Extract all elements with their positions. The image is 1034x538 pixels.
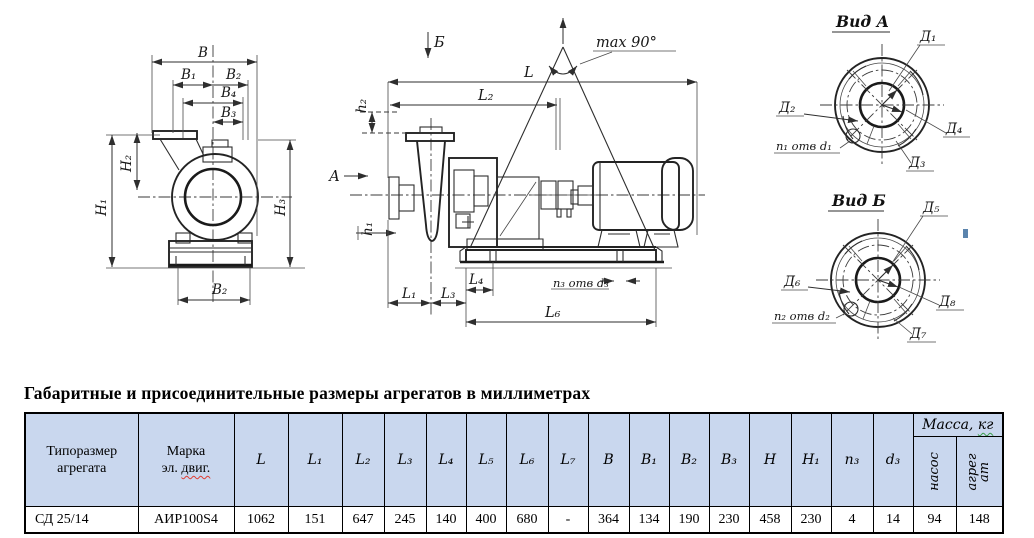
cell-d3: 14 xyxy=(872,506,914,534)
header-mass-unit: агрегат xyxy=(955,436,1004,507)
cell-B1: 134 xyxy=(628,506,670,534)
cell-H1: 230 xyxy=(790,506,832,534)
view-a-title: Вид А xyxy=(835,12,889,31)
header-L3: L₃ xyxy=(383,412,427,507)
flange-view-a: Вид А Д₁ Д₂ Д₄ Д₃ n₁ отв d₁ xyxy=(774,12,970,172)
dim-label-h1: h₁ xyxy=(360,222,376,236)
cell-H: 458 xyxy=(748,506,792,534)
front-view-dimensions: В В₁ В₂ В₄ В₃ Н₂ Н₁ Н₃ В₂ xyxy=(94,45,296,305)
dim-label-L: L xyxy=(523,65,534,81)
pump-side-view: max 90° Б А xyxy=(328,18,705,327)
dim-label-L6: L₆ xyxy=(544,305,561,321)
dim-label-D4: Д₄ xyxy=(945,121,962,137)
header-n3: n₃ xyxy=(830,412,874,507)
sling-annotation: max 90° xyxy=(469,18,676,251)
dim-label-L1: L₁ xyxy=(401,286,416,302)
holes-label-n2: n₂ отв d₂ xyxy=(774,309,830,323)
cell-L3: 245 xyxy=(383,506,427,534)
holes-label-n1: n₁ отв d₁ xyxy=(776,139,832,153)
grammar-word: кг xyxy=(977,417,994,433)
pump-front-view: В В₁ В₂ В₄ В₃ Н₂ Н₁ Н₃ В₂ xyxy=(94,45,305,305)
flange-view-b: Вид Б Д₅ Д₆ Д₈ Д₇ n₂ отв d₂ xyxy=(772,191,968,343)
technical-drawing: В В₁ В₂ В₄ В₃ Н₂ Н₁ Н₃ В₂ max 90° Б А xyxy=(94,12,970,343)
header-mass: Масса, кг xyxy=(912,412,1004,437)
holes-label-n3: n₃ отв d₃ xyxy=(553,276,609,290)
cell-typo-size: СД 25/14 xyxy=(24,506,139,534)
dim-label-D8: Д₈ xyxy=(938,294,956,310)
view-a-labels: Д₁ Д₂ Д₄ Д₃ n₁ отв d₁ xyxy=(774,29,970,172)
cell-L: 1062 xyxy=(233,506,289,534)
cell-mass-pump: 94 xyxy=(912,506,957,534)
header-L5: L₅ xyxy=(465,412,507,507)
dim-label-L4: L₄ xyxy=(468,272,483,288)
side-view-centerlines xyxy=(350,118,705,315)
cell-L1: 151 xyxy=(287,506,343,534)
dim-label-D6: Д₆ xyxy=(783,274,801,290)
dim-label-B2: В₂ xyxy=(225,67,241,83)
dim-label-h2: h₂ xyxy=(354,99,370,113)
section-title: Габаритные и присоединительные размеры а… xyxy=(24,383,591,403)
header-L1: L₁ xyxy=(287,412,343,507)
view-a-marker: А xyxy=(328,169,340,185)
cell-B3: 230 xyxy=(708,506,750,534)
misspelled-word: двиг. xyxy=(181,461,211,476)
dim-label-D7: Д₇ xyxy=(909,326,927,342)
side-view-outline xyxy=(388,126,694,269)
header-d3: d₃ xyxy=(872,412,914,507)
cell-n3: 4 xyxy=(830,506,874,534)
dim-label-D1: Д₁ xyxy=(919,29,936,45)
front-view-centerlines xyxy=(138,45,292,302)
cell-B: 364 xyxy=(587,506,630,534)
view-b-circles xyxy=(816,219,940,341)
cell-L4: 140 xyxy=(425,506,467,534)
header-B2: В₂ xyxy=(668,412,710,507)
front-view-outline xyxy=(106,130,305,269)
dim-label-H2: Н₂ xyxy=(119,155,135,173)
dim-label-H3: Н₃ xyxy=(273,199,289,217)
motor-brand-line2: эл. двиг. xyxy=(161,461,211,476)
header-H: Н xyxy=(748,412,792,507)
dim-label-L2: L₂ xyxy=(477,88,494,104)
cell-L5: 400 xyxy=(465,506,507,534)
header-L: L xyxy=(233,412,289,507)
max-angle-label: max 90° xyxy=(596,35,657,51)
cell-L2: 647 xyxy=(341,506,385,534)
view-b-title: Вид Б xyxy=(831,191,886,210)
cell-B2: 190 xyxy=(668,506,710,534)
cell-L6: 680 xyxy=(505,506,549,534)
header-B1: В₁ xyxy=(628,412,670,507)
dim-label-B4: В₄ xyxy=(220,85,236,101)
header-B: В xyxy=(587,412,630,507)
dim-label-H1: Н₁ xyxy=(94,199,110,217)
cell-L7: - xyxy=(547,506,589,534)
motor-brand-line1: Марка xyxy=(166,443,206,459)
header-B3: В₃ xyxy=(708,412,750,507)
cell-motor-brand: АИР100S4 xyxy=(137,506,235,534)
view-a-circles xyxy=(820,44,944,166)
view-direction-markers: Б А xyxy=(328,32,445,185)
header-L2: L₂ xyxy=(341,412,385,507)
dim-label-B1: В₁ xyxy=(180,67,196,83)
view-b-marker: Б xyxy=(433,35,445,51)
dim-label-D5: Д₅ xyxy=(922,200,940,216)
table-row: СД 25/14 АИР100S4 1062 151 647 245 140 4… xyxy=(24,506,1004,534)
side-view-dimensions: L L₂ h₂ h₁ L₁ L₃ L₄ n₃ отв d₃ L₆ xyxy=(354,65,698,327)
dim-label-B2-base: В₂ xyxy=(211,282,227,298)
dim-label-B: В xyxy=(197,45,208,61)
dim-label-D3: Д₃ xyxy=(908,155,925,171)
header-H1: Н₁ xyxy=(790,412,832,507)
header-mass-pump: насос xyxy=(912,436,957,507)
cell-mass-unit: 148 xyxy=(955,506,1004,534)
header-typo-size: Типоразмер агрегата xyxy=(24,412,139,507)
header-L4: L₄ xyxy=(425,412,467,507)
artifact-blue-mark xyxy=(963,229,968,238)
header-motor-brand: Марка эл. двиг. xyxy=(137,412,235,507)
view-b-labels: Д₅ Д₆ Д₈ Д₇ n₂ отв d₂ xyxy=(772,200,964,343)
header-L6: L₆ xyxy=(505,412,549,507)
dim-label-D2: Д₂ xyxy=(778,100,795,116)
dimensions-table: Типоразмер агрегата Марка эл. двиг. L L₁… xyxy=(24,412,1004,534)
header-L7: L₇ xyxy=(547,412,589,507)
dim-label-B3: В₃ xyxy=(220,105,236,121)
dim-label-L3: L₃ xyxy=(440,286,455,302)
